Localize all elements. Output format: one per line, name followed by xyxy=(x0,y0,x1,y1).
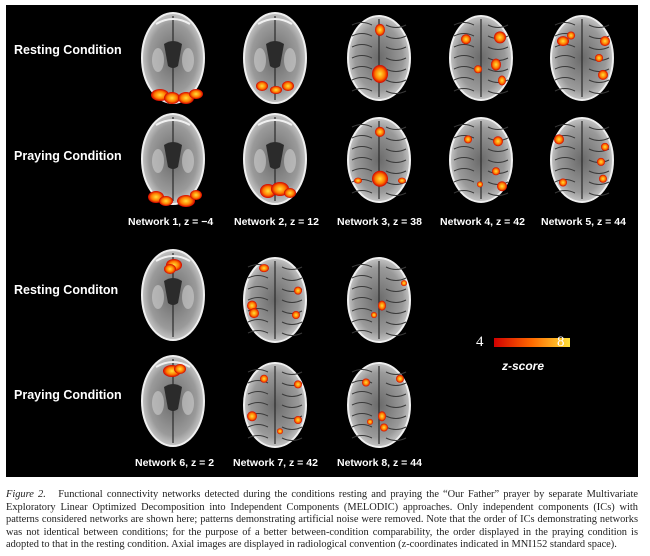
figure-caption: Figure 2. Functional connectivity networ… xyxy=(6,489,638,552)
network-6-label: Network 6, z = 2 xyxy=(135,457,215,469)
caption-prefix: Figure 2. xyxy=(6,489,46,500)
caption-text: Functional connectivity networks detecte… xyxy=(6,489,638,551)
brain-n4-resting xyxy=(449,15,513,101)
row-label-top-praying: Praying Condition xyxy=(14,149,122,163)
network-7-label: Network 7, z = 42 xyxy=(233,457,318,469)
network-4-label: Network 4, z = 42 xyxy=(440,216,525,228)
brain-n7-resting xyxy=(243,257,307,343)
brain-n2-praying xyxy=(243,113,307,205)
brain-n6-praying xyxy=(141,355,205,447)
row-label-top-resting: Resting Condition xyxy=(14,43,122,57)
figure-panel: Resting Condition Praying Condition Rest… xyxy=(6,5,638,477)
colorbar-max: 8 xyxy=(557,334,565,350)
colorbar-title: z-score xyxy=(502,359,545,373)
colorbar xyxy=(494,338,570,347)
brain-n5-praying xyxy=(550,117,614,203)
brain-n3-resting xyxy=(347,15,411,101)
network-8-label: Network 8, z = 44 xyxy=(337,457,422,469)
network-5-label: Network 5, z = 44 xyxy=(541,216,626,228)
brain-n2-resting xyxy=(243,12,307,104)
row-label-bottom-praying: Praying Condition xyxy=(14,388,122,402)
brain-n6-resting xyxy=(141,249,205,341)
brain-n7-praying xyxy=(243,362,307,448)
brain-n8-praying xyxy=(347,362,411,448)
brain-n8-resting xyxy=(347,257,411,343)
row-label-bottom-resting: Resting Conditon xyxy=(14,283,119,297)
brain-n3-praying xyxy=(347,117,411,203)
brain-n1-praying xyxy=(141,113,205,207)
brain-n5-resting xyxy=(550,15,614,101)
brain-n1-resting xyxy=(141,12,205,104)
network-3-label: Network 3, z = 38 xyxy=(337,216,422,228)
brain-n4-praying xyxy=(449,117,513,203)
network-1-label: Network 1, z = −4 xyxy=(128,216,214,228)
network-2-label: Network 2, z = 12 xyxy=(234,216,319,228)
colorbar-min: 4 xyxy=(476,334,484,350)
